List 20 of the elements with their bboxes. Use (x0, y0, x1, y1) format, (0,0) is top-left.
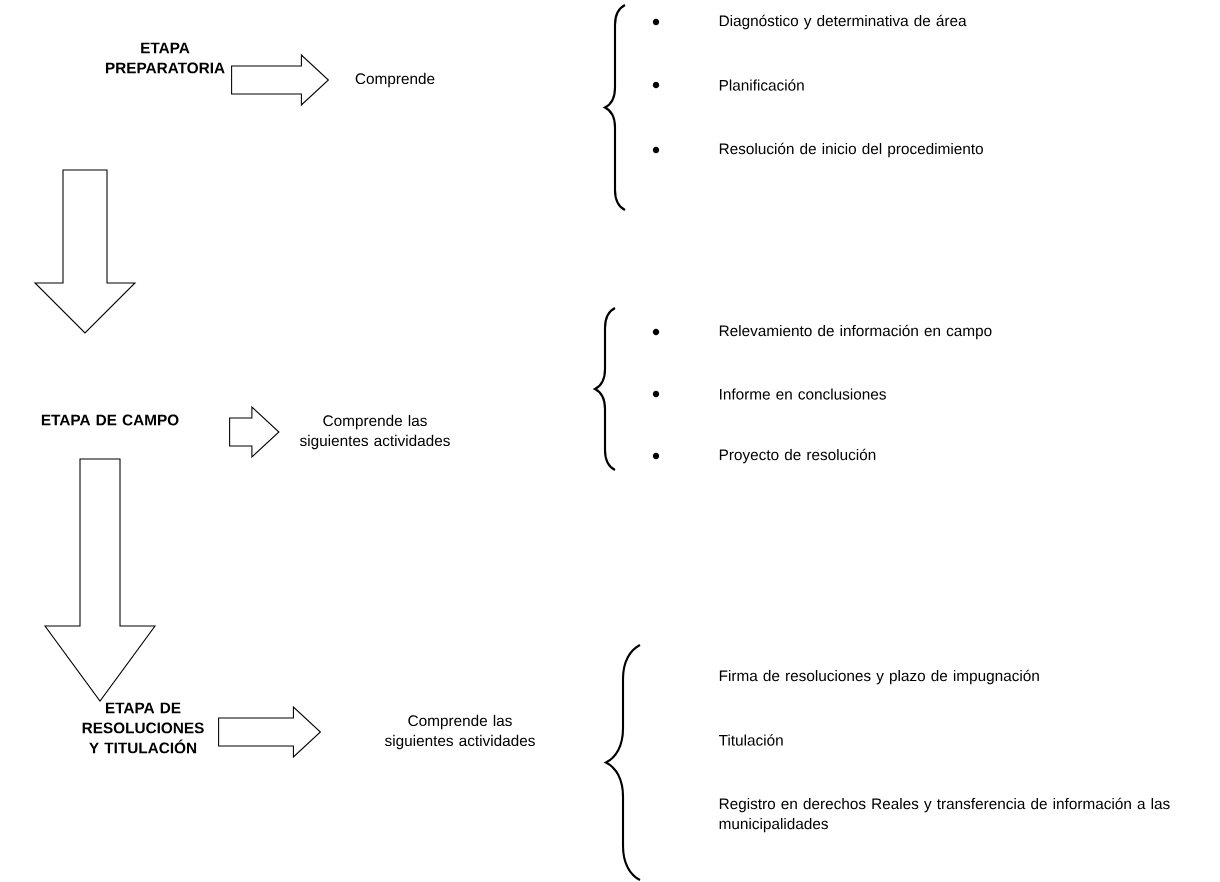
block-arrow (231, 53, 330, 107)
list-item: Planificación (719, 79, 804, 91)
stage-title: ETAPA DE RESOLUCIONES Y TITULACIÓN (82, 702, 204, 754)
list-item: Firma de resoluciones y plazo de impugnación (719, 669, 1039, 685)
block-arrow (33, 169, 137, 334)
list-item: Resolución de inicio del procedimiento (719, 142, 983, 158)
list-item: Proyecto de resolución (719, 448, 876, 464)
list-item: Diagnóstico y determinativa de área (719, 14, 967, 30)
description-text: Comprende las siguientes actividades (385, 714, 535, 750)
description-text: Comprende (355, 72, 435, 88)
stage-title: ETAPA DE CAMPO (41, 414, 179, 426)
list-item: Titulación (718, 734, 783, 746)
list-item: Relevamiento de información en campo (719, 324, 992, 340)
block-arrow (229, 405, 280, 459)
block-arrow (218, 705, 322, 759)
block-arrow (43, 458, 157, 702)
stage-title: ETAPA PREPARATORIA (105, 42, 225, 74)
description-text: Comprende las siguientes actividades (300, 414, 450, 450)
list-item: Informe en conclusiones (720, 388, 886, 400)
list-item: Registro en derechos Reales y transferencia de información a las municipalidades (719, 797, 1170, 833)
